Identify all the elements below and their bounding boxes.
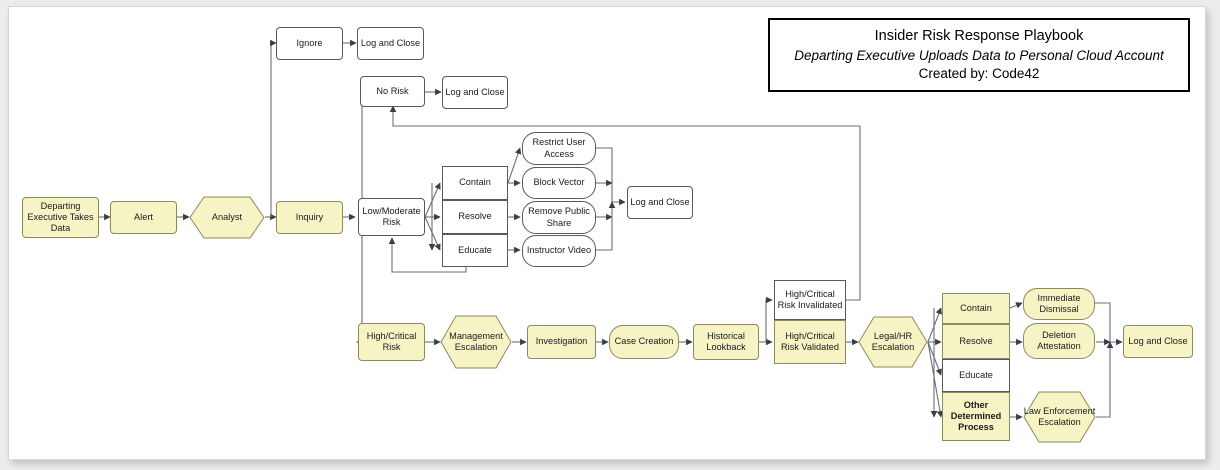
node-legal-hr-escalation-label: Legal/HR Escalation	[871, 330, 915, 352]
node-other-determined-process[interactable]: Other Determined Process	[942, 392, 1010, 441]
node-contain-low[interactable]: Contain	[442, 166, 508, 200]
node-log-and-close-4[interactable]: Log and Close	[1123, 325, 1193, 358]
hexagon-shape	[189, 196, 265, 239]
title-block: Insider Risk Response Playbook Departing…	[768, 18, 1190, 92]
hexagon-shape	[1023, 391, 1096, 443]
node-remove-public-share[interactable]: Remove Public Share	[522, 201, 596, 234]
node-departing-executive[interactable]: Departing Executive Takes Data	[22, 197, 99, 238]
node-low-moderate-risk[interactable]: Low/Moderate Risk	[358, 198, 425, 236]
node-alert[interactable]: Alert	[110, 201, 177, 234]
title-line-1: Insider Risk Response Playbook	[874, 28, 1084, 44]
node-resolve-low[interactable]: Resolve	[442, 200, 508, 234]
hexagon-shape	[858, 316, 928, 368]
node-management-escalation-label: Management Escalation	[449, 330, 503, 352]
node-high-critical-risk-invalidated[interactable]: High/Critical Risk Invalidated	[774, 280, 846, 320]
node-analyst[interactable]: Analyst	[189, 196, 265, 239]
node-deletion-attestation[interactable]: Deletion Attestation	[1023, 323, 1095, 359]
node-inquiry[interactable]: Inquiry	[276, 201, 343, 234]
hexagon-shape	[440, 315, 512, 369]
node-case-creation[interactable]: Case Creation	[609, 325, 679, 359]
node-log-and-close-3[interactable]: Log and Close	[627, 186, 693, 219]
node-legal-hr-escalation[interactable]: Legal/HR Escalation	[858, 316, 928, 368]
title-line-3: Created by: Code42	[918, 65, 1040, 81]
node-high-critical-risk[interactable]: High/Critical Risk	[358, 323, 425, 361]
node-ignore[interactable]: Ignore	[276, 27, 343, 60]
node-resolve-high[interactable]: Resolve	[942, 324, 1010, 359]
node-instructor-video[interactable]: Instructor Video	[522, 235, 596, 267]
node-no-risk[interactable]: No Risk	[360, 76, 425, 107]
node-investigation[interactable]: Investigation	[527, 325, 596, 359]
node-analyst-label: Analyst	[211, 211, 243, 222]
node-law-enforcement-escalation-label: Law Enforcement Escalation	[1023, 405, 1096, 427]
node-educate-low[interactable]: Educate	[442, 234, 508, 267]
node-restrict-user-access[interactable]: Restrict User Access	[522, 132, 596, 165]
title-line-2: Departing Executive Uploads Data to Pers…	[794, 47, 1164, 63]
node-log-and-close-2[interactable]: Log and Close	[442, 76, 508, 109]
node-contain-high[interactable]: Contain	[942, 293, 1010, 324]
node-historical-lookback[interactable]: Historical Lookback	[693, 324, 759, 360]
node-log-and-close-1[interactable]: Log and Close	[357, 27, 424, 60]
node-immediate-dismissal[interactable]: Immediate Dismissal	[1023, 288, 1095, 320]
node-block-vector[interactable]: Block Vector	[522, 167, 596, 199]
node-management-escalation[interactable]: Management Escalation	[440, 315, 512, 369]
node-high-critical-risk-validated[interactable]: High/Critical Risk Validated	[774, 320, 846, 364]
node-educate-high[interactable]: Educate	[942, 359, 1010, 392]
node-law-enforcement-escalation[interactable]: Law Enforcement Escalation	[1023, 391, 1096, 443]
